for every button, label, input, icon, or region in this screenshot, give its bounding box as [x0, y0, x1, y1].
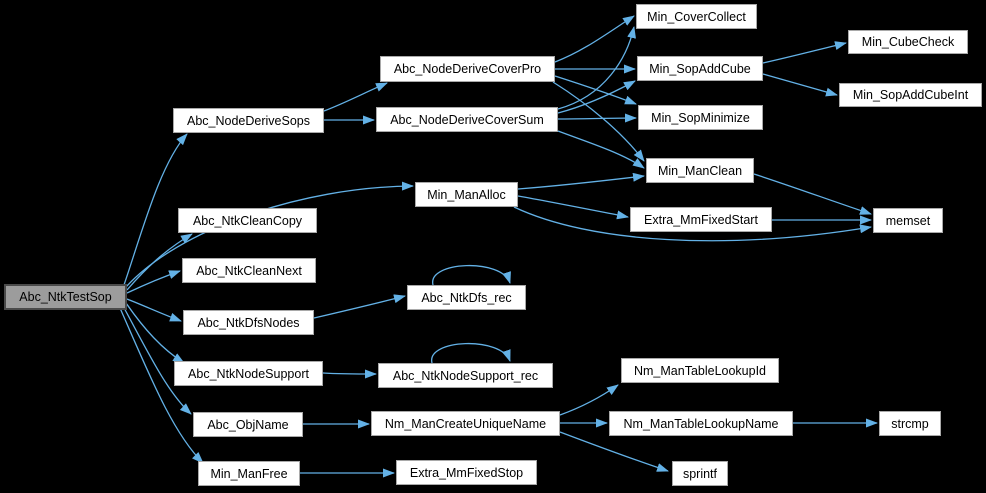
- edge-abc_nodederivecoverpro-to-min_manclean: [552, 81, 645, 162]
- edge-abc_ntkdfs_rec-to-abc_ntkdfs_rec: [432, 264, 511, 286]
- edge-abc_ntktestsop-to-abc_ntkcleancopy: [126, 233, 193, 291]
- edge-abc_ntkdfsnodes-to-abc_ntkdfs_rec: [313, 294, 406, 319]
- graph-node-strcmp[interactable]: strcmp: [879, 411, 941, 436]
- edge-abc_ntknodesupport-to-abc_ntknodesupport_rec: [322, 369, 377, 379]
- graph-node-abc_ntknodesupport[interactable]: Abc_NtkNodeSupport: [174, 361, 323, 386]
- edge-abc_ntktestsop-to-abc_objname: [122, 305, 192, 415]
- graph-node-min_manfree[interactable]: Min_ManFree: [198, 461, 300, 486]
- graph-node-sprintf[interactable]: sprintf: [672, 461, 728, 486]
- edge-abc_ntktestsop-to-abc_nodederivesops: [123, 133, 188, 286]
- edge-abc_ntktestsop-to-abc_ntkdfsnodes: [126, 298, 182, 322]
- edge-min_sopaddcube-to-min_cubecheck: [762, 41, 847, 64]
- graph-node-abc_ntkcleannext[interactable]: Abc_NtkCleanNext: [182, 258, 316, 283]
- edge-min_manclean-to-memset: [753, 173, 872, 215]
- edge-abc_nodederivecoversum-to-min_sopaddcube: [557, 80, 636, 114]
- graph-node-min_sopminimize[interactable]: Min_SopMinimize: [638, 105, 763, 130]
- graph-node-nm_mancreateuniquename[interactable]: Nm_ManCreateUniqueName: [371, 411, 560, 436]
- graph-node-abc_ntknodesupport_rec[interactable]: Abc_NtkNodeSupport_rec: [378, 363, 553, 388]
- graph-node-abc_nodederivesops[interactable]: Abc_NodeDeriveSops: [173, 108, 324, 133]
- graph-node-extra_mmfixedstart[interactable]: Extra_MmFixedStart: [630, 207, 772, 232]
- edge-abc_ntktestsop-to-abc_ntkcleannext: [126, 270, 181, 294]
- graph-node-abc_ntkdfs_rec[interactable]: Abc_NtkDfs_rec: [407, 285, 526, 310]
- graph-node-nm_mantablelookupname[interactable]: Nm_ManTableLookupName: [609, 411, 793, 436]
- graph-node-min_manalloc[interactable]: Min_ManAlloc: [415, 182, 518, 207]
- edge-min_manalloc-to-memset: [513, 206, 872, 242]
- graph-node-extra_mmfixedstop[interactable]: Extra_MmFixedStop: [396, 460, 537, 485]
- graph-node-abc_ntktestsop[interactable]: Abc_NtkTestSop: [4, 284, 127, 310]
- edge-abc_nodederivecoverpro-to-min_covercollect: [554, 15, 635, 63]
- edge-abc_nodederivecoversum-to-min_covercollect: [557, 26, 636, 110]
- graph-node-min_cubecheck[interactable]: Min_CubeCheck: [848, 30, 968, 54]
- graph-node-min_manclean[interactable]: Min_ManClean: [646, 158, 754, 183]
- edge-nm_mancreateuniquename-to-sprintf: [559, 431, 669, 472]
- edge-abc_ntktestsop-to-abc_ntknodesupport: [125, 302, 185, 364]
- edge-min_manalloc-to-min_manclean: [517, 172, 645, 190]
- graph-node-min_covercollect[interactable]: Min_CoverCollect: [636, 4, 757, 29]
- edge-min_manalloc-to-extra_mmfixedstart: [517, 195, 629, 220]
- graph-node-abc_nodederivecoverpro[interactable]: Abc_NodeDeriveCoverPro: [380, 56, 555, 82]
- edge-abc_nodederivecoversum-to-min_sopminimize: [557, 113, 637, 123]
- graph-node-nm_mantablelookupid[interactable]: Nm_ManTableLookupId: [621, 358, 779, 383]
- edge-abc_ntknodesupport_rec-to-abc_ntknodesupport_rec: [431, 342, 511, 364]
- edge-abc_nodederivesops-to-abc_nodederivecoverpro: [323, 82, 388, 112]
- edge-abc_nodederivecoversum-to-min_manclean: [557, 130, 645, 169]
- edge-abc_ntktestsop-to-min_manfree: [119, 307, 204, 464]
- graph-node-abc_objname[interactable]: Abc_ObjName: [193, 412, 303, 437]
- graph-node-memset[interactable]: memset: [873, 208, 943, 233]
- edge-nm_mancreateuniquename-to-nm_mantablelookupid: [559, 384, 619, 416]
- graph-node-abc_ntkcleancopy[interactable]: Abc_NtkCleanCopy: [178, 208, 317, 233]
- graph-node-abc_ntkdfsnodes[interactable]: Abc_NtkDfsNodes: [183, 310, 314, 335]
- edge-min_sopaddcube-to-min_sopaddcubeint: [762, 73, 838, 97]
- graph-node-min_sopaddcube[interactable]: Min_SopAddCube: [637, 56, 763, 81]
- graph-node-abc_nodederivecoversum[interactable]: Abc_NodeDeriveCoverSum: [376, 107, 558, 132]
- graph-node-min_sopaddcubeint[interactable]: Min_SopAddCubeInt: [839, 83, 982, 107]
